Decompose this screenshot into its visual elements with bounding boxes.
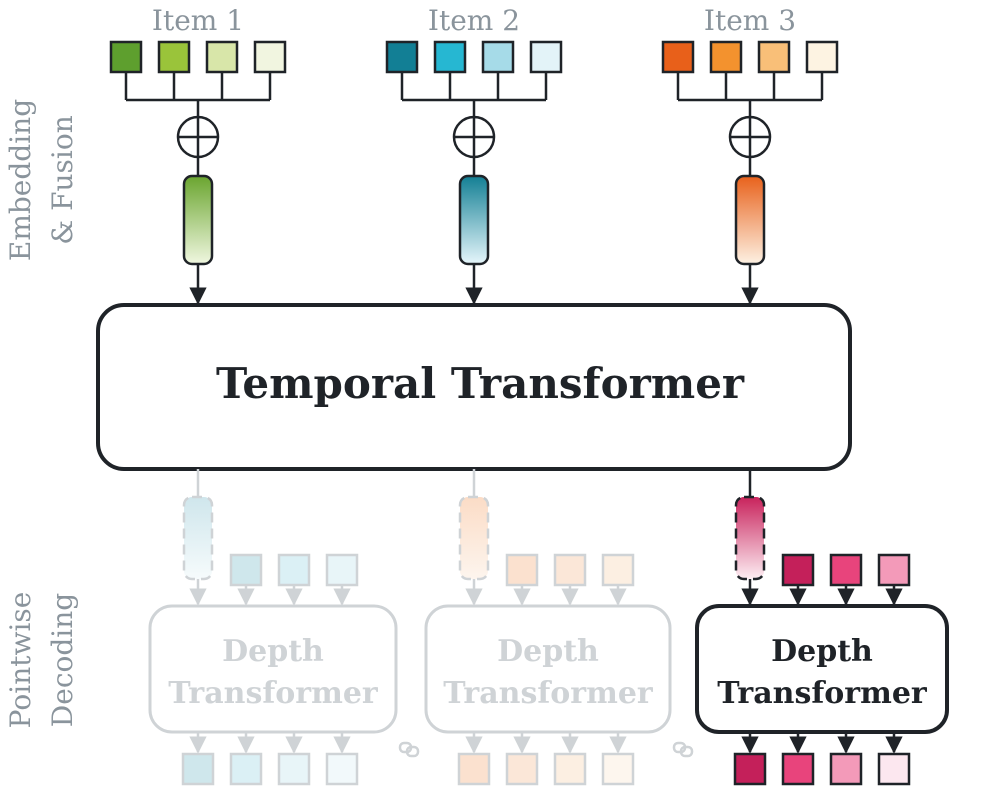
output-square: [781, 752, 815, 786]
item-column-3: Item 3: [661, 4, 839, 305]
feature-square: [661, 40, 695, 74]
output-square: [277, 752, 311, 786]
temporal-transformer-title: Temporal Transformer: [216, 359, 745, 408]
feature-square: [109, 40, 143, 74]
feature-square: [757, 40, 791, 74]
temporal-transformer: Temporal Transformer: [96, 303, 852, 471]
output-square: [229, 752, 263, 786]
output-square: [457, 752, 491, 786]
input-square: [325, 553, 359, 587]
fusion-label: & Fusion: [46, 115, 79, 245]
input-square: [505, 553, 539, 587]
item-label: Item 3: [704, 4, 796, 37]
input-square: [553, 553, 587, 587]
embedding-label: Embedding: [4, 99, 37, 261]
depth-transformer-box: [424, 604, 672, 734]
feature-square: [481, 40, 515, 74]
link-ring: [405, 745, 420, 758]
item-label: Item 2: [428, 4, 520, 37]
depth-transformer-box: [695, 604, 949, 734]
link-ring: [679, 745, 694, 758]
item-column-2: Item 2: [385, 4, 563, 305]
feature-square: [205, 40, 239, 74]
depth-transformer-title-line2: Transformer: [717, 676, 928, 711]
context-token: [182, 495, 214, 581]
input-square: [829, 553, 863, 587]
depth-transformer-title-line1: Depth: [222, 634, 324, 669]
feature-square: [433, 40, 467, 74]
item-column-1: Item 1: [109, 4, 287, 305]
embedding-fusion-label: Embedding & Fusion: [4, 99, 79, 261]
context-token: [458, 495, 490, 581]
link-icon: [672, 741, 694, 758]
output-square: [601, 752, 635, 786]
feature-square: [709, 40, 743, 74]
input-square: [229, 553, 263, 587]
feature-square: [253, 40, 287, 74]
input-square: [601, 553, 635, 587]
output-square: [829, 752, 863, 786]
feature-square: [805, 40, 839, 74]
output-square: [325, 752, 359, 786]
output-square: [553, 752, 587, 786]
pointwise-label: Pointwise: [4, 592, 37, 729]
feature-square: [385, 40, 419, 74]
item-columns: Item 1 Item 2 Item 3: [109, 4, 839, 305]
depth-transformer-title-line1: Depth: [497, 634, 599, 669]
input-square: [877, 553, 911, 587]
feature-square: [157, 40, 191, 74]
depth-transformer-box: [148, 604, 398, 734]
output-square: [733, 752, 767, 786]
depth-decoders: DepthTransformerDepthTransformerDepthTra…: [148, 469, 949, 786]
feature-square: [529, 40, 563, 74]
token-embedding: [182, 174, 214, 266]
output-square: [181, 752, 215, 786]
output-square: [505, 752, 539, 786]
item-label: Item 1: [152, 4, 244, 37]
token-embedding: [458, 174, 490, 266]
pointwise-decoding-label: Pointwise Decoding: [4, 592, 79, 729]
input-square: [781, 553, 815, 587]
decoding-label: Decoding: [46, 593, 79, 727]
depth-transformer-title-line2: Transformer: [443, 676, 654, 711]
token-embedding: [734, 174, 766, 266]
depth-transformer-title-line1: Depth: [771, 634, 873, 669]
depth-transformer-title-line2: Transformer: [168, 676, 379, 711]
output-square: [877, 752, 911, 786]
link-icon: [398, 741, 420, 758]
input-square: [277, 553, 311, 587]
context-token: [734, 495, 766, 581]
